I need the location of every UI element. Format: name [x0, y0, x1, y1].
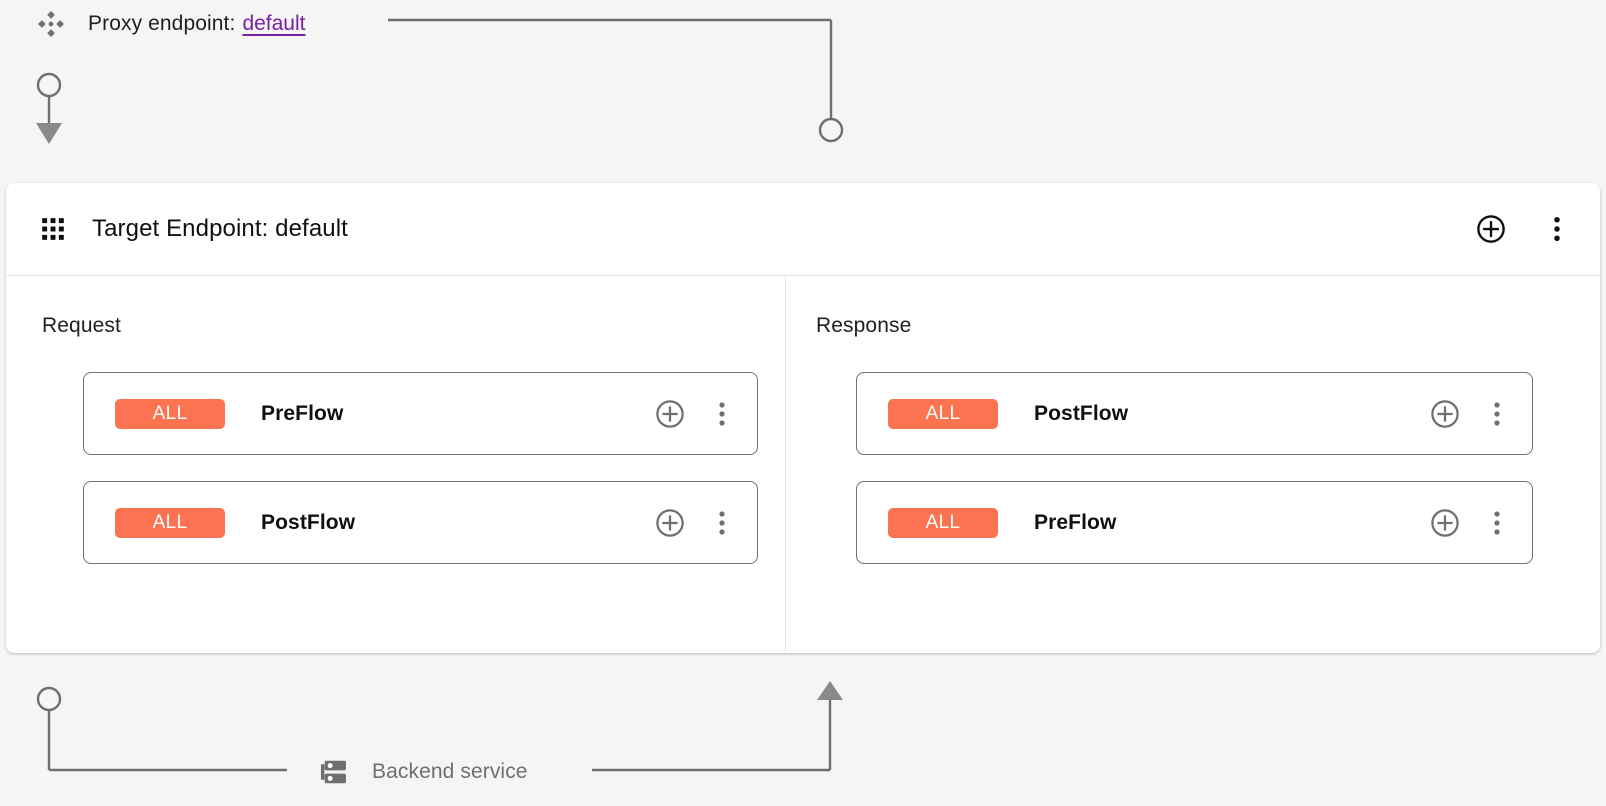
flow-card-actions: [655, 508, 737, 538]
flow-card-actions: [1430, 399, 1512, 429]
request-flow-list: ALL PreFlow: [83, 372, 758, 590]
flow-condition-badge: ALL: [888, 398, 998, 429]
flow-condition-badge: ALL: [115, 398, 225, 429]
proxy-down-arrowhead: [36, 123, 62, 144]
proxy-response-in-node: [818, 117, 844, 143]
flow-card-response-postflow[interactable]: ALL PostFlow: [856, 372, 1533, 455]
flow-card-actions: [655, 399, 737, 429]
card-more-options-icon[interactable]: [1482, 399, 1512, 429]
target-endpoint-header: Target Endpoint: default: [6, 183, 1600, 276]
card-more-options-icon[interactable]: [707, 399, 737, 429]
flow-name: PostFlow: [261, 510, 356, 534]
flow-card-request-preflow[interactable]: ALL PreFlow: [83, 372, 758, 455]
card-more-options-icon[interactable]: [1482, 508, 1512, 538]
proxy-request-out-node: [36, 72, 62, 98]
proxy-endpoint-row: Proxy endpoint: default: [36, 8, 306, 40]
card-more-options-icon[interactable]: [707, 508, 737, 538]
proxy-endpoint-link[interactable]: default: [242, 12, 306, 35]
add-step-icon[interactable]: [1430, 508, 1460, 538]
request-column-title: Request: [42, 314, 121, 337]
add-step-icon[interactable]: [655, 508, 685, 538]
add-icon[interactable]: [1476, 214, 1506, 244]
target-endpoint-body: Request ALL PreFlow: [6, 276, 1600, 652]
flow-name: PostFlow: [1034, 401, 1129, 425]
backend-up-arrowhead: [817, 681, 843, 700]
page-title: Target Endpoint: default: [92, 215, 348, 242]
add-step-icon[interactable]: [1430, 399, 1460, 429]
more-options-icon[interactable]: [1542, 214, 1572, 244]
flow-card-response-preflow[interactable]: ALL PreFlow: [856, 481, 1533, 564]
add-step-icon[interactable]: [655, 399, 685, 429]
flow-name: PreFlow: [261, 401, 344, 425]
response-column-title: Response: [816, 314, 912, 337]
apps-grid-icon: [42, 218, 64, 240]
proxy-endpoint-label: Proxy endpoint:: [88, 12, 236, 35]
server-icon: [320, 760, 346, 784]
backend-service[interactable]: Backend service: [318, 752, 528, 792]
backend-service-label: Backend service: [372, 760, 528, 783]
flow-card-actions: [1430, 508, 1512, 538]
target-endpoint-panel: Target Endpoint: default Request: [6, 183, 1600, 653]
request-column: Request ALL PreFlow: [6, 276, 786, 652]
response-flow-list: ALL PostFlow: [856, 372, 1533, 590]
diamond-cluster-icon: [38, 11, 64, 37]
flow-condition-badge: ALL: [888, 507, 998, 538]
response-column: Response ALL PostFlow: [786, 276, 1599, 652]
flow-condition-badge: ALL: [115, 507, 225, 538]
target-endpoint-actions: [1476, 214, 1572, 244]
target-backend-out-node: [36, 686, 62, 712]
flow-name: PreFlow: [1034, 510, 1117, 534]
flow-card-request-postflow[interactable]: ALL PostFlow: [83, 481, 758, 564]
